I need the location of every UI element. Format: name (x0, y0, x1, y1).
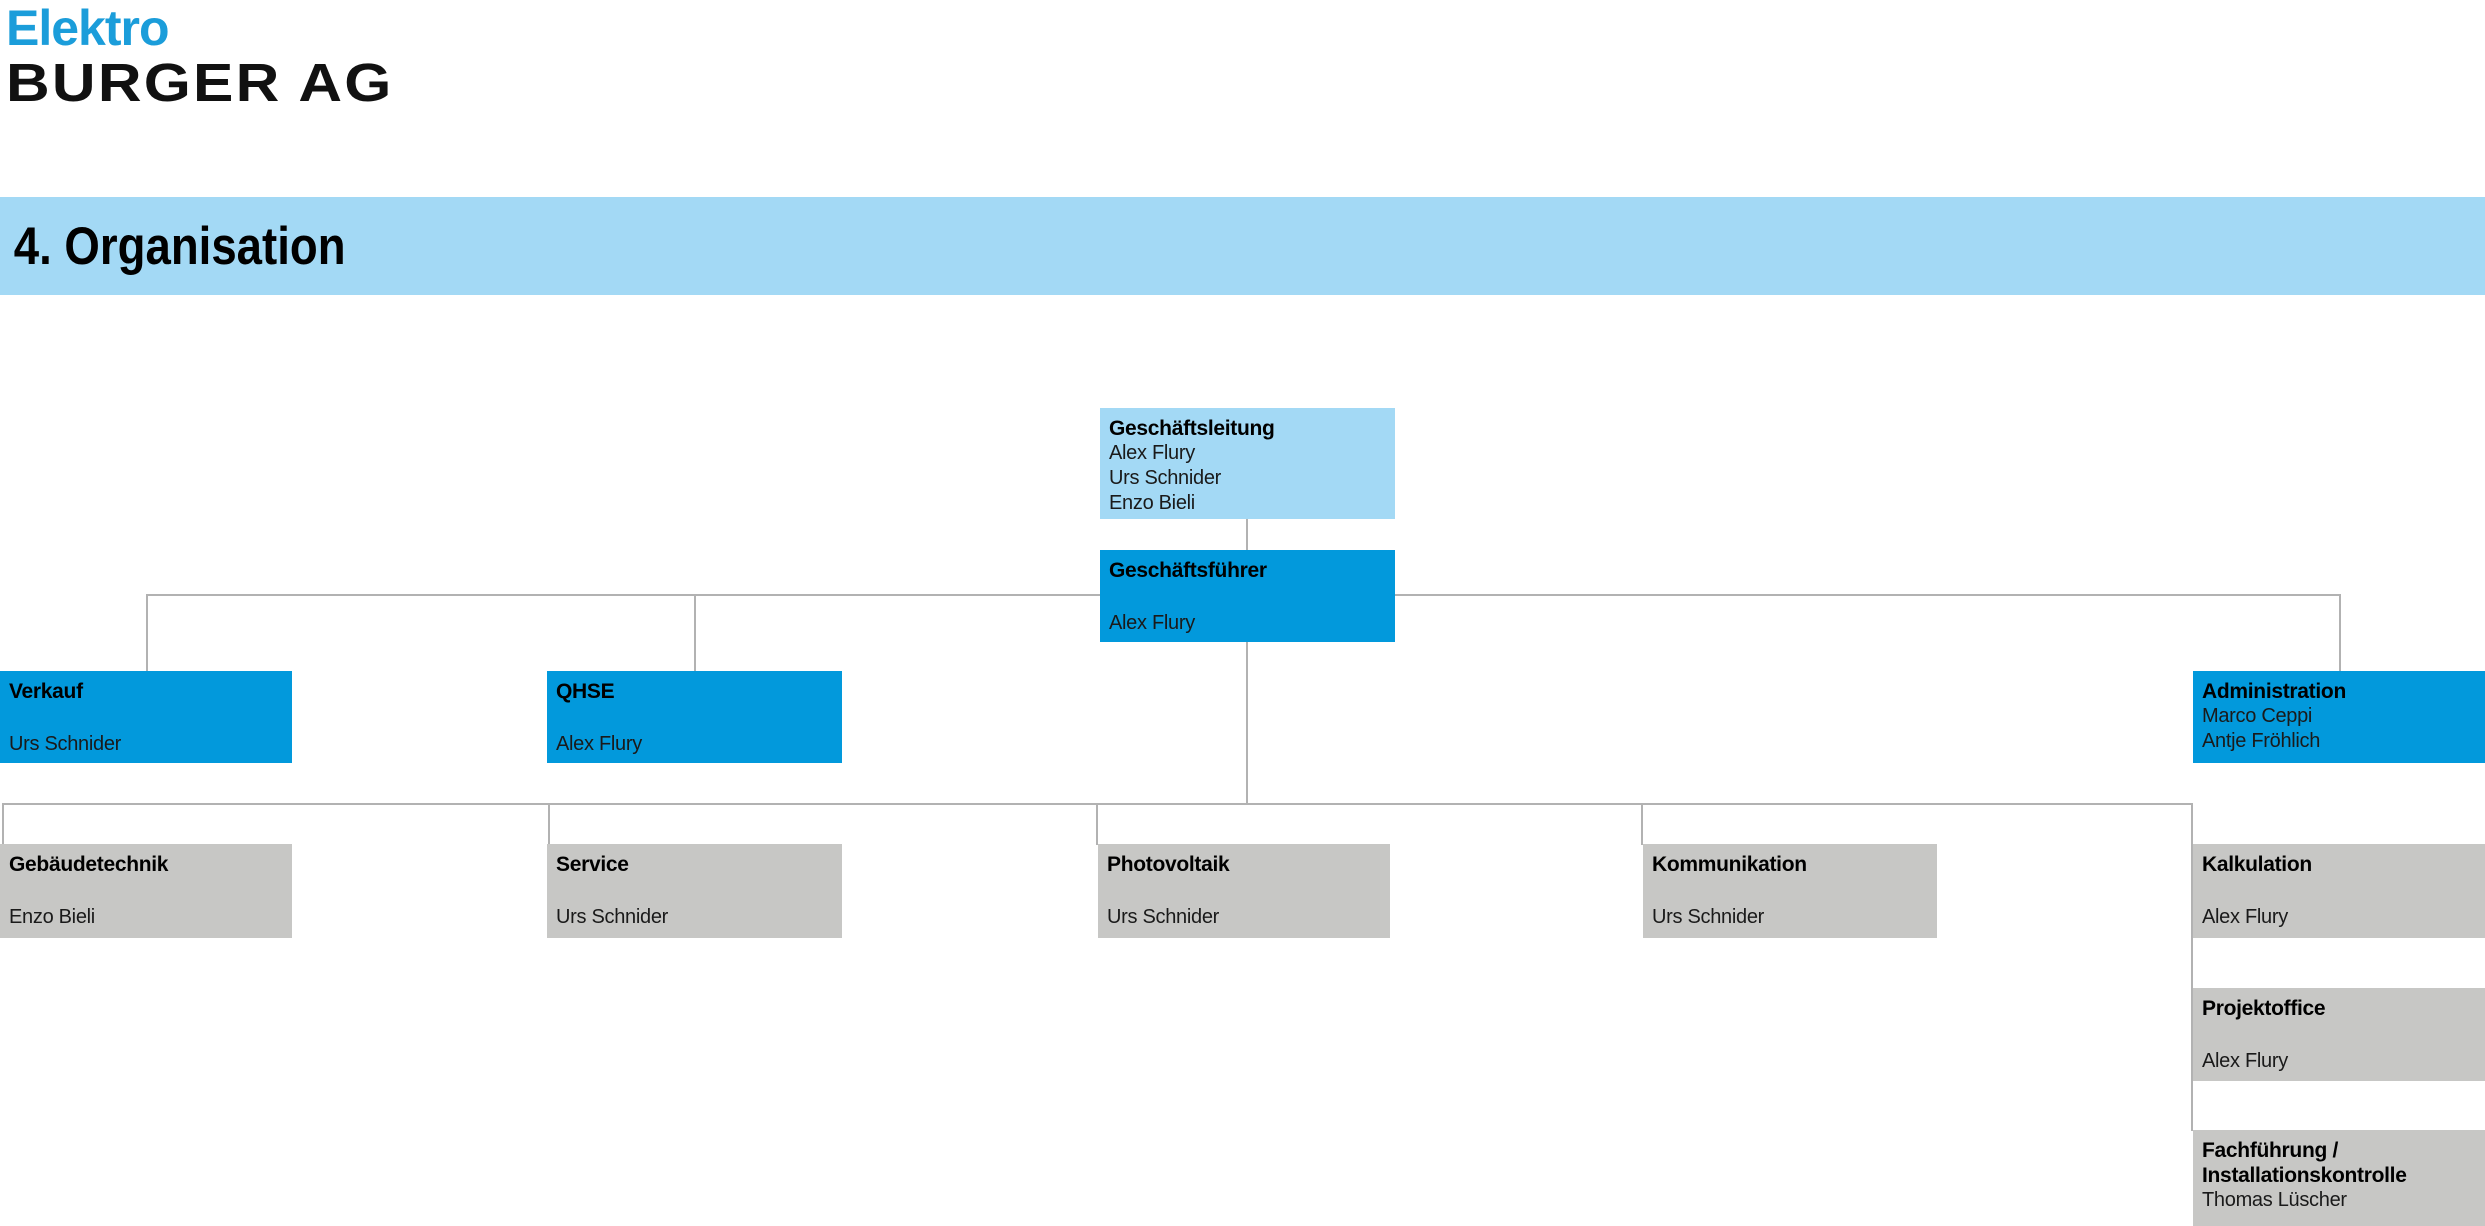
node-person: Urs Schnider (1107, 906, 1219, 928)
connector-line (1246, 642, 1248, 805)
node-title: Administration (2202, 680, 2346, 703)
connector-line (2339, 594, 2341, 672)
node-title: Service (556, 853, 629, 876)
org-node-verkauf: Verkauf Urs Schnider (0, 671, 292, 763)
logo-burger-ag-text: BURGER AG (6, 53, 394, 113)
node-title: Verkauf (9, 680, 83, 703)
node-person: Alex Flury (2202, 906, 2288, 928)
node-title: Kommunikation (1652, 853, 1807, 876)
node-person: Urs Schnider (1109, 467, 1221, 489)
org-node-administration: Administration Marco Ceppi Antje Fröhlic… (2193, 671, 2485, 763)
node-title: Geschäftsführer (1109, 559, 1267, 582)
node-title: Kalkulation (2202, 853, 2312, 876)
company-logo: Elektro BURGER AG (6, 0, 391, 112)
section-banner: 4. Organisation (0, 197, 2485, 295)
org-node-kommunikation: Kommunikation Urs Schnider (1643, 844, 1937, 938)
connector-line (1395, 594, 2341, 596)
org-node-qhse: QHSE Alex Flury (547, 671, 842, 763)
node-person: Alex Flury (1109, 442, 1195, 464)
node-title: QHSE (556, 680, 615, 703)
org-node-projektoffice: Projektoffice Alex Flury (2193, 988, 2485, 1081)
node-person: Antje Fröhlich (2202, 730, 2321, 752)
node-person: Alex Flury (2202, 1050, 2288, 1072)
node-title: Gebäudetechnik (9, 853, 169, 876)
connector-line (2191, 803, 2193, 1131)
section-title: 4. Organisation (13, 216, 346, 276)
connector-line (146, 594, 1102, 596)
node-person: Enzo Bieli (1109, 492, 1195, 514)
connector-line (1641, 803, 1643, 845)
node-title: Photovoltaik (1107, 853, 1230, 876)
org-node-fachfuehrung: Fachführung / Installationskontrolle Tho… (2193, 1130, 2485, 1226)
org-node-geschaeftsfuehrer: Geschäftsführer Alex Flury (1100, 550, 1395, 642)
node-person: Alex Flury (1109, 612, 1195, 634)
node-title: Projektoffice (2202, 997, 2326, 1020)
node-person: Alex Flury (556, 733, 642, 755)
node-person: Urs Schnider (9, 733, 121, 755)
logo-elektro-text: Elektro (6, 0, 170, 56)
node-title: Geschäftsleitung (1109, 417, 1275, 440)
connector-line (146, 594, 148, 672)
org-node-kalkulation: Kalkulation Alex Flury (2193, 844, 2485, 938)
connector-line (1246, 519, 1248, 550)
org-node-geschaeftsleitung: Geschäftsleitung Alex Flury Urs Schnider… (1100, 408, 1395, 519)
node-title: Fachführung / Installationskontrolle (2202, 1139, 2407, 1187)
node-person: Marco Ceppi (2202, 705, 2313, 727)
connector-line (694, 594, 696, 672)
org-node-photovoltaik: Photovoltaik Urs Schnider (1098, 844, 1390, 938)
connector-line (2, 803, 4, 845)
org-node-service: Service Urs Schnider (547, 844, 842, 938)
node-person: Enzo Bieli (9, 906, 95, 928)
node-person: Urs Schnider (1652, 906, 1764, 928)
org-node-gebaeudetechnik: Gebäudetechnik Enzo Bieli (0, 844, 292, 938)
connector-line (548, 803, 550, 845)
connector-line (1096, 803, 1098, 845)
node-person: Urs Schnider (556, 906, 668, 928)
node-person: Thomas Lüscher (2202, 1189, 2347, 1211)
